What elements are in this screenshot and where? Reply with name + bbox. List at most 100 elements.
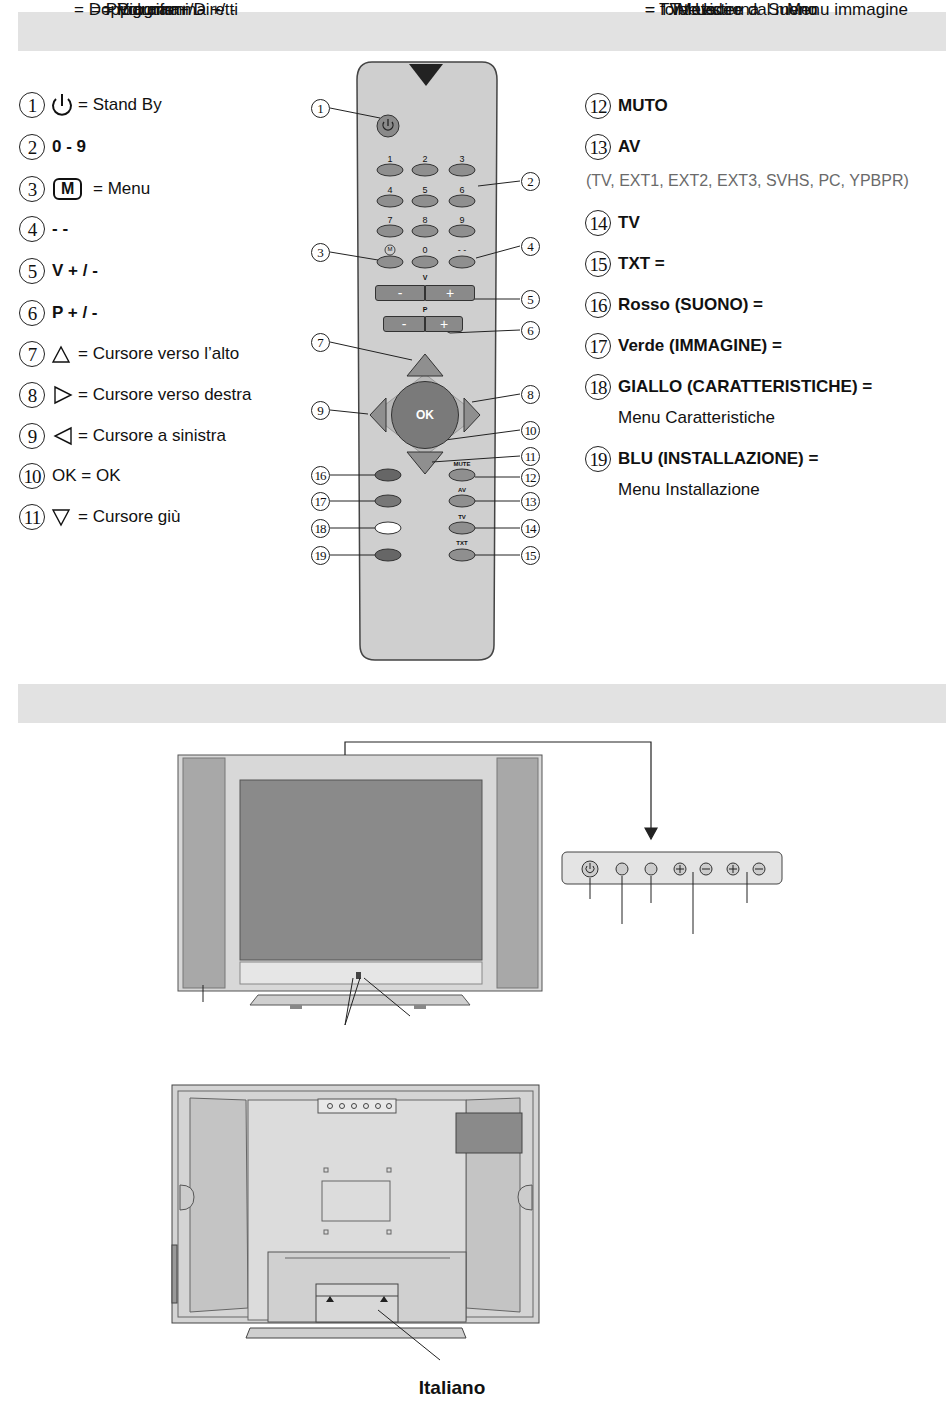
callout-number: 11 [19,504,45,530]
list-text: = Cursore verso destra [78,385,251,405]
callout-number: 12 [585,93,611,119]
callout-number: 15 [585,251,611,277]
list-text: M [53,178,82,200]
list-text: V + / - [52,261,98,281]
d-pad [372,374,478,456]
callout-number: 2 [19,134,45,160]
list-text: 0 - 9 [52,137,86,157]
button-label: P [423,306,428,314]
callout-number: 5 [521,290,540,309]
list-text: TXT = [618,254,665,274]
callout-number: 16 [311,466,330,485]
remote-key: OK [391,381,459,449]
button-label: 9 [459,215,464,226]
list-text: = Stand By [78,95,162,115]
callout-number: 15 [521,546,540,565]
list-text: = Cursore giù [78,507,181,527]
button-label: 8 [422,215,427,226]
control-panel [562,852,782,934]
callout-number: 17 [311,492,330,511]
list-text: Verde (IMMAGINE) = [618,336,782,356]
list-text: - - [52,219,68,239]
callout-number: 19 [311,546,330,565]
callout-number: 18 [585,374,611,400]
callout-number: 7 [311,333,330,352]
list-text: = Cursore verso l’alto [78,344,239,364]
key-label: - [398,286,403,300]
remote-key: - [375,285,425,301]
callout-number: 1 [19,92,45,118]
callout-number: 7 [19,341,45,367]
list-text: AV [618,137,640,157]
button-label: TXT [456,540,467,547]
list-text: MUTO [618,96,668,116]
button-label: 3 [459,154,464,165]
button-label: M [388,246,393,253]
callout-number: 10 [521,421,540,440]
callout-number: 18 [311,519,330,538]
callout-number: 2 [521,172,540,191]
callout-number: 8 [19,382,45,408]
callout-number: 13 [521,492,540,511]
callout-number: 13 [585,134,611,160]
callout-number: 4 [521,237,540,256]
callout-number: 9 [311,401,330,420]
list-text: TV [618,213,640,233]
list-text: P + / - [52,303,98,323]
callout-number: 3 [311,243,330,262]
callout-number: 8 [521,385,540,404]
remote-key: - [383,316,425,332]
callout-number: 11 [521,447,540,466]
remote-buttons [375,164,475,561]
list-text: Rosso (SUONO) = [618,295,763,315]
button-label: 6 [459,185,464,196]
callout-number: 3 [19,176,45,202]
callout-number: 6 [521,321,540,340]
list-text: GIALLO (CARATTERISTICHE) = [618,377,872,397]
button-label: MUTE [454,461,471,468]
key-label: + [446,286,454,300]
button-label: AV [458,487,466,494]
list-text: Menu Caratteristiche [618,408,775,428]
button-label: 2 [422,154,427,165]
button-label: 7 [387,215,392,226]
list-text: (TV, EXT1, EXT2, EXT3, SVHS, PC, YPBPR) [586,171,909,190]
list-text: = Menu [93,179,150,199]
callout-number: 12 [521,468,540,487]
callout-number: 17 [585,333,611,359]
callout-number: 4 [19,216,45,242]
list-text: = Programma +/ - [103,0,236,20]
key-label: OK [416,409,434,421]
tv-back [172,1085,539,1360]
callout-number: 14 [585,210,611,236]
list-text: = Cursore a sinistra [78,426,226,446]
remote-ir [409,64,443,86]
callout-number: 16 [585,292,611,318]
button-label: - - [458,245,467,256]
list-text: OK = OK [52,466,121,486]
button-label: V [423,274,428,282]
callout-number: 6 [19,300,45,326]
callout-number: 5 [19,258,45,284]
list-text: BLU (INSTALLAZIONE) = [618,449,818,469]
key-label: + [440,317,448,331]
key-label: - [402,317,407,331]
button-label: 1 [387,154,392,165]
remote-body [357,62,497,660]
button-label: 4 [387,185,392,196]
list-text: Televideo [670,0,742,20]
button-label: 0 [422,245,427,256]
callout-number: 19 [585,446,611,472]
remote-key: + [425,316,463,332]
button-label: 5 [422,185,427,196]
leader-lines [330,108,520,555]
button-label: Italiano [419,1377,486,1400]
callout-number: 10 [19,463,45,489]
callout-number: 14 [521,519,540,538]
callout-number: 1 [311,99,330,118]
list-text: Menu immagine [787,0,908,20]
tv-front [178,755,542,1009]
remote-key: + [425,285,475,301]
header-bar [18,684,946,723]
